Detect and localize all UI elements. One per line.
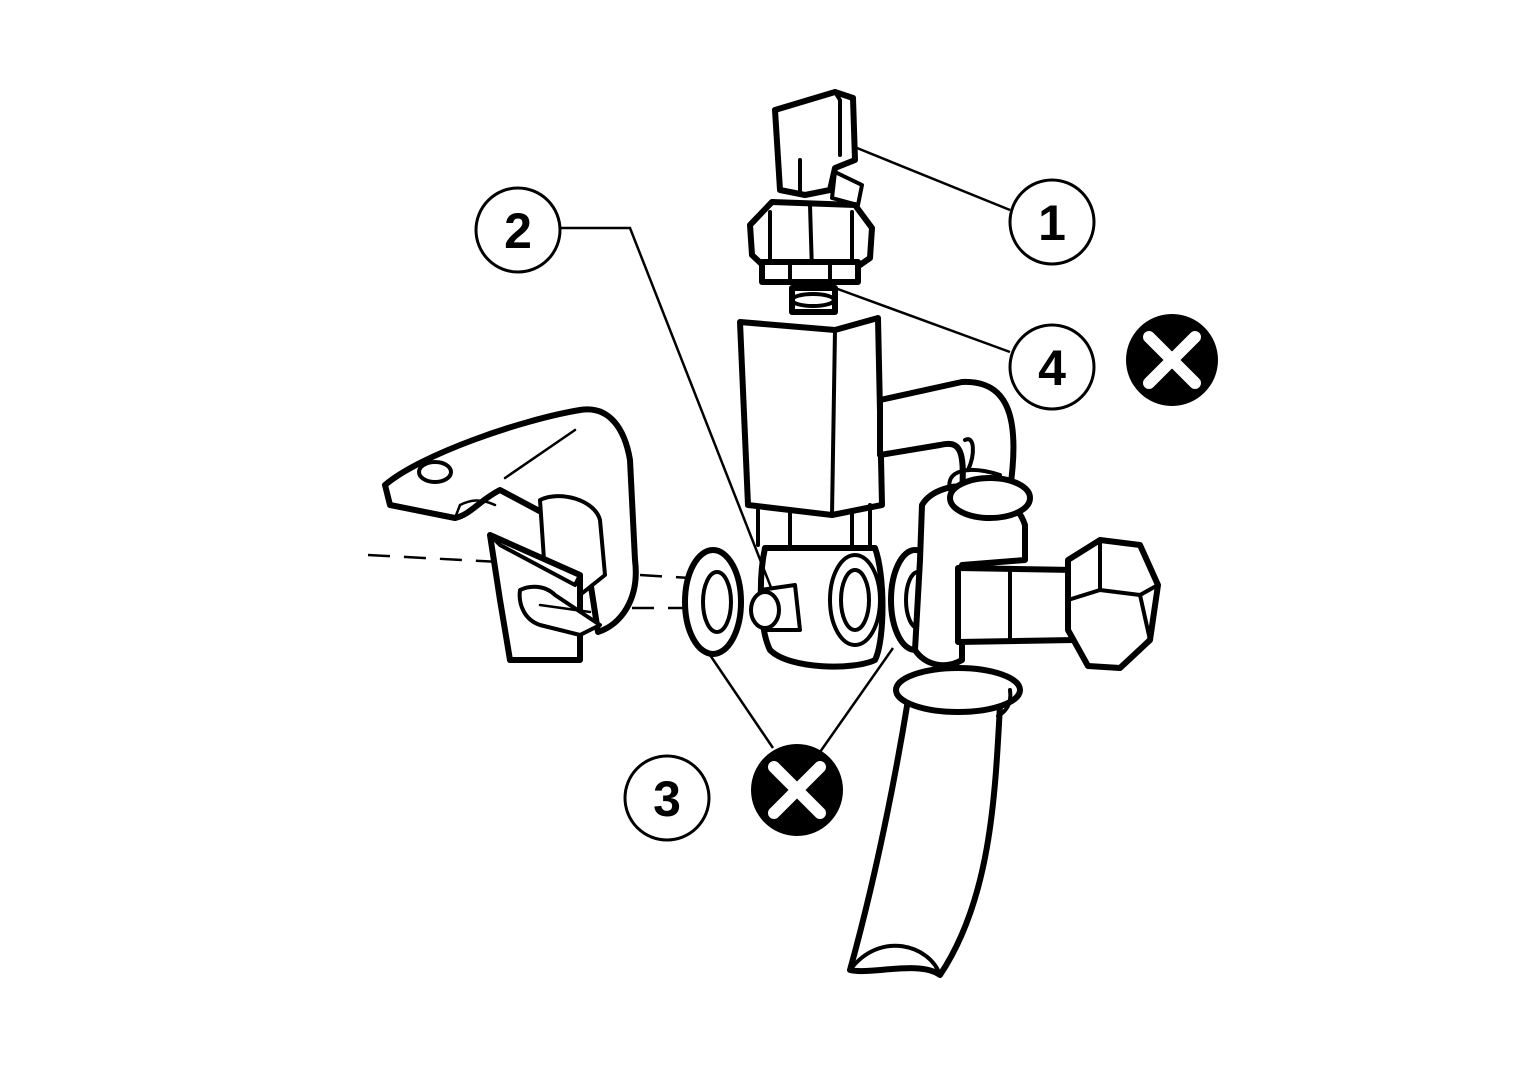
x-circle-icon xyxy=(1126,314,1218,406)
callout-3-label: 3 xyxy=(653,771,681,827)
mounting-bracket xyxy=(382,406,639,663)
callout-4-label: 4 xyxy=(1038,340,1066,396)
hose xyxy=(847,665,1023,978)
callout-leaders xyxy=(560,146,1011,753)
electrical-connector xyxy=(772,89,864,207)
callout-1: 1 xyxy=(1008,178,1096,266)
callout-1-label: 1 xyxy=(1038,195,1066,251)
sensor-seal-ring xyxy=(789,285,838,315)
callout-2-label: 2 xyxy=(504,203,532,259)
callout-4: 4 xyxy=(1008,323,1096,411)
banjo-housing xyxy=(749,545,886,670)
sealing-washer-left xyxy=(682,547,744,657)
tee-fitting xyxy=(912,468,1161,671)
callout-3: 3 xyxy=(623,754,711,842)
callout-2: 2 xyxy=(474,186,562,274)
sensor-hex-nut xyxy=(747,199,875,285)
valve-body xyxy=(737,315,885,550)
x-circle-icon xyxy=(751,744,843,836)
